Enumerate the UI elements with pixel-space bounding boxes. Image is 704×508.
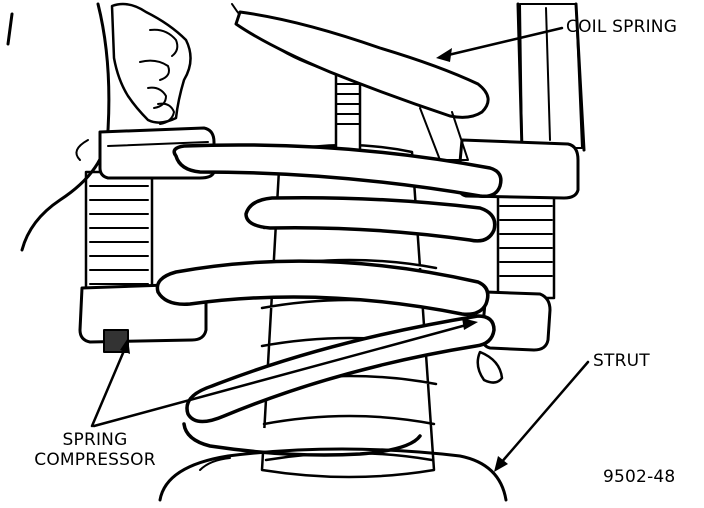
- compressor-leader-left: [90, 344, 128, 428]
- strut-tower: [516, 2, 586, 152]
- spring-compressor-label: SPRING COMPRESSOR: [30, 430, 160, 470]
- coil-spring-label: COIL SPRING: [566, 17, 678, 37]
- spring-compressor-label-line1: SPRING: [62, 430, 128, 450]
- strut-coils: [260, 143, 438, 479]
- callout-leaders: [90, 26, 590, 472]
- lower-spring-seat: [158, 447, 508, 502]
- strut-arrowhead: [494, 456, 508, 472]
- hand-illustration: [110, 2, 192, 125]
- compressor-leader-right: [92, 322, 472, 428]
- spring-compressor-label-line2: COMPRESSOR: [34, 450, 156, 470]
- figure-number: 9502-48: [603, 467, 676, 487]
- corner-mark: [6, 12, 14, 46]
- strut-leader: [498, 360, 590, 466]
- coil-spring: [155, 143, 503, 457]
- compressor-arrowhead-left: [120, 338, 130, 354]
- strut-label: STRUT: [593, 351, 650, 371]
- coil-spring-top: [234, 10, 490, 161]
- coil-spring-arrowhead: [436, 48, 452, 62]
- compressor-arrowhead-right: [462, 318, 478, 330]
- coil-spring-leader: [442, 26, 564, 58]
- left-compressor-rod: [84, 170, 154, 302]
